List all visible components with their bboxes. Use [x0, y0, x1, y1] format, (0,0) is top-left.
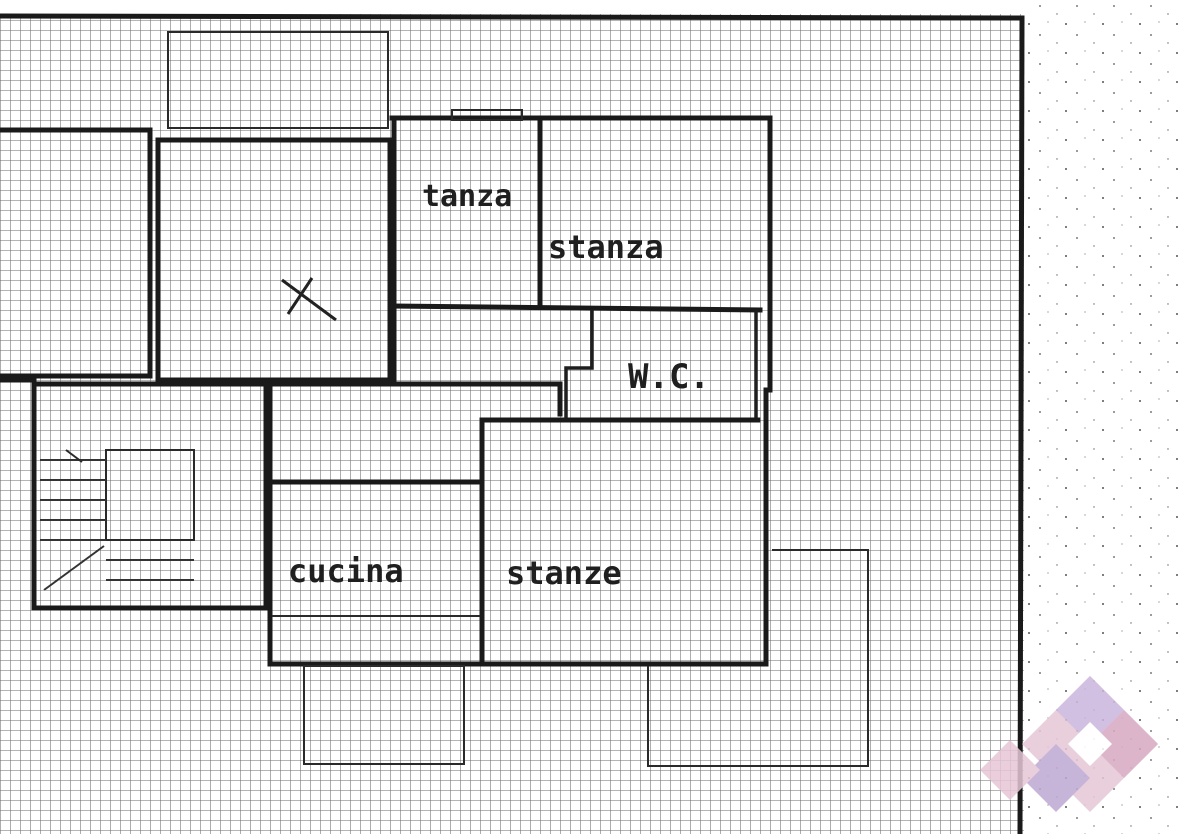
room-label-wc: W.C. — [628, 357, 710, 397]
boundary-right — [1017, 15, 1025, 834]
grid-background — [0, 14, 1024, 834]
stair-steps — [40, 459, 194, 591]
room-label-top-left: tanza — [422, 179, 512, 214]
lower-apartment-walls — [267, 381, 769, 667]
room-label-top-right: stanza — [548, 228, 664, 266]
balcony-bottom-right — [647, 549, 869, 767]
room-label-bottom-right: stanze — [506, 554, 622, 592]
wc-walls — [564, 310, 758, 422]
stair-inner — [105, 449, 195, 541]
balcony-bottom-left — [303, 665, 465, 765]
window-top-core — [451, 109, 523, 121]
cross-mark-icon — [281, 277, 337, 322]
room-label-kitchen: cucina — [288, 552, 404, 590]
x-room-walls — [155, 137, 393, 383]
boundary-top — [0, 13, 1025, 21]
left-room-walls — [0, 127, 153, 379]
wall-horizontal-rooms — [389, 303, 763, 313]
upper-core-walls — [389, 115, 773, 393]
stair-landing-arrow — [65, 449, 83, 463]
diamond-logo-icon — [980, 676, 1158, 812]
stair-block-walls — [0, 377, 269, 611]
